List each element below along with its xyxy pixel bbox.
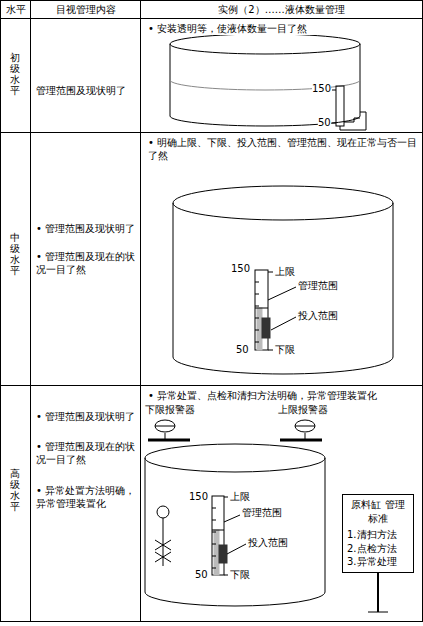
gauge-label: 上限 — [275, 265, 295, 278]
gauge-label: 投入范围 — [248, 536, 288, 549]
table-header: 水平 — [3, 3, 29, 16]
table-header: 实例（2）……液体数量管理 — [141, 3, 422, 16]
gauge-label: 上限 — [230, 490, 250, 503]
alarm-label: 上限报警器 — [278, 403, 328, 416]
scale-number: 150 — [312, 82, 331, 95]
gauge-label: 管理范围 — [298, 279, 338, 292]
tank-middle — [173, 186, 393, 374]
sign-title: 原料缸 管理标准 — [347, 498, 409, 525]
scale-number: 150 — [189, 490, 208, 503]
scale-number: 50 — [318, 116, 331, 129]
standard-sign: 原料缸 管理标准 1.清扫方法2.点检方法3.异常处理 — [342, 494, 414, 573]
gauge-label: 投入范围 — [298, 309, 338, 322]
sign-item: 2.点检方法 — [347, 542, 409, 556]
sign-item: 1.清扫方法 — [347, 528, 409, 542]
tank-basic — [170, 34, 366, 130]
example-note: • 异常处置、点检和清扫方法明确，异常管理装置化 — [148, 389, 420, 402]
table-header: 目视管理内容 — [31, 3, 140, 16]
table-cell: • 管理范围及现状明了 — [36, 222, 138, 235]
table-cell: • 管理范围及现在的状况一目了然 — [36, 250, 138, 276]
gauge-label: 下限 — [230, 568, 250, 581]
alarm-label: 下限报警器 — [145, 403, 195, 416]
table-cell: • 管理范围及现在的状况一目了然 — [36, 440, 138, 466]
table-cell: • 管理范围及现状明了 — [36, 410, 138, 423]
gauge-label: 下限 — [275, 343, 295, 356]
table-cell: • 异常处置方法明确，异常管理装置化 — [36, 484, 138, 510]
example-note: • 安装透明等，使液体数量一目了然 — [148, 22, 418, 35]
level-label: 初级水平 — [10, 52, 20, 96]
level-label: 中级水平 — [10, 232, 20, 276]
level-label: 高级水平 — [10, 468, 20, 512]
sign-item: 3.异常处理 — [347, 555, 409, 569]
scale-number: 150 — [231, 262, 250, 275]
scale-number: 50 — [236, 343, 249, 356]
scale-number: 50 — [195, 568, 208, 581]
example-note: • 明确上限、下限、投入范围、管理范围、现在正常与否一目了然 — [148, 136, 418, 162]
gauge-label: 管理范围 — [242, 506, 282, 519]
table-cell: 管理范围及现状明了 — [36, 84, 138, 97]
